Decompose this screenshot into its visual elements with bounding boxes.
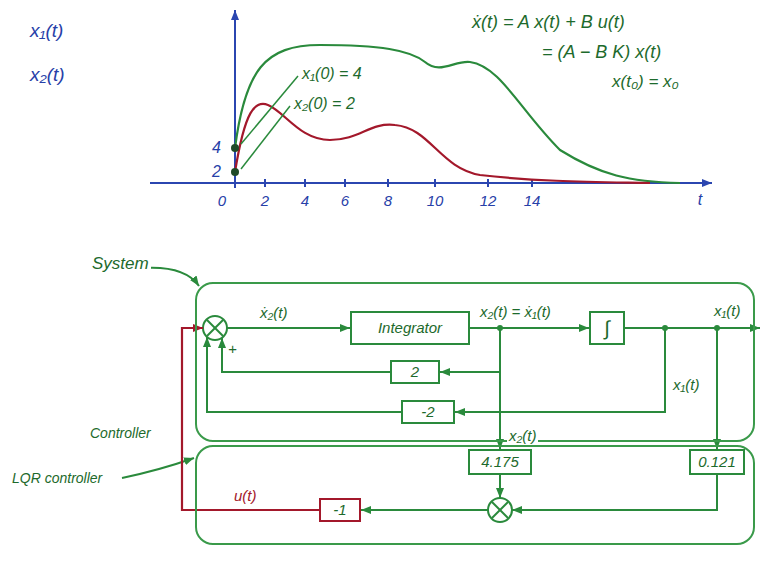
state-equation: = (A − B K) x(t) <box>540 42 663 64</box>
axis-tick-label: 4 <box>299 192 311 210</box>
block-value: -1 <box>331 501 348 519</box>
arrow-head <box>440 368 450 376</box>
block-value: 0.121 <box>696 453 738 471</box>
integrator-block: ∫ <box>589 311 625 345</box>
axis-tick-label: 10 <box>425 192 446 210</box>
signal-connector <box>455 328 665 416</box>
initial-condition: x₁(0) = 4 <box>300 64 364 83</box>
signal-wires <box>207 328 760 510</box>
axis-tick-label: 8 <box>382 192 394 210</box>
series-label: x₁(t) <box>28 20 65 43</box>
summing-cross <box>492 502 508 518</box>
signal-name: ẋ₂(t) <box>258 304 289 322</box>
arrow-head <box>455 408 465 416</box>
axis-tick-label: 6 <box>339 192 351 210</box>
gain-block: 0.121 <box>689 449 745 475</box>
summing-cross <box>492 502 508 518</box>
controller-region: ControllerLQR controller4.1750.121-1 <box>195 445 755 545</box>
block-value: ∫ <box>602 316 611 340</box>
gain-block: 2 <box>390 360 440 384</box>
callout-arrow <box>122 458 194 478</box>
signal-connector <box>625 328 721 449</box>
axis-tick-label: 2 <box>259 192 271 210</box>
signal-connector <box>470 328 504 449</box>
signal-wire <box>361 509 488 511</box>
initial-point <box>231 144 239 152</box>
axis-tick <box>487 179 489 187</box>
axis-tick <box>344 179 346 187</box>
series-label: x₂(t) <box>28 64 67 87</box>
gain-block: -1 <box>319 498 361 522</box>
control-signal-wire <box>182 328 319 510</box>
summing-junction <box>203 316 227 340</box>
initial-point <box>231 168 239 176</box>
axis-tick-label: 0 <box>216 192 228 210</box>
signal-wire <box>207 337 401 412</box>
callout-arrow <box>145 268 199 286</box>
region-label: Controller <box>88 425 153 442</box>
axis-tick <box>434 179 436 187</box>
signal-connector <box>470 328 500 449</box>
signal-connector <box>455 328 665 412</box>
leader-line <box>241 106 290 169</box>
signal-connector <box>625 328 717 449</box>
sign-marker: + <box>226 340 239 358</box>
block-value: 4.175 <box>479 453 521 471</box>
summing-cross <box>207 320 223 336</box>
signal-wire <box>512 475 717 510</box>
axis-value: 2 <box>210 162 223 181</box>
state-equation: ẋ(t) = A x(t) + B u(t) <box>470 12 627 34</box>
block-value: -2 <box>419 403 436 421</box>
axis-tick-label: 14 <box>522 192 543 210</box>
signal-name: x₁(t) <box>671 376 701 394</box>
signal-name: x₂(t) <box>507 427 538 445</box>
x1-response-curve <box>235 45 680 183</box>
initial-condition: x₂(0) = 2 <box>292 94 357 113</box>
signal-name: x₂(t) = ẋ₁(t) <box>478 303 553 321</box>
axis-tick-label: 12 <box>478 192 499 210</box>
block-value: 2 <box>409 363 421 381</box>
integrator-block: Integrator <box>350 311 470 345</box>
gain-block: -2 <box>401 400 455 424</box>
region-label: System <box>90 254 151 274</box>
axis-tick <box>387 179 389 187</box>
axis-value: 4 <box>210 138 223 157</box>
axis-ticks <box>265 179 532 187</box>
region-label: LQR controller <box>10 470 104 487</box>
leader-line <box>241 76 298 144</box>
summing-junction <box>488 498 512 522</box>
signal-wire <box>227 327 350 329</box>
summing-junction <box>203 316 512 522</box>
y-axis <box>234 10 236 188</box>
axis-tick <box>304 179 306 187</box>
signal-name: u(t) <box>232 487 259 505</box>
x2-response-curve <box>235 104 650 183</box>
gain-block: 4.175 <box>468 449 532 475</box>
signal-name: x₁(t) <box>712 302 742 320</box>
axis-tick <box>264 179 266 187</box>
signal-wire <box>499 475 501 498</box>
state-equation: x(t₀) = x₀ <box>610 72 681 92</box>
summing-cross <box>207 320 223 336</box>
axis-title: t <box>696 190 704 209</box>
arrow-head <box>579 324 589 332</box>
block-value: Integrator <box>376 319 444 337</box>
